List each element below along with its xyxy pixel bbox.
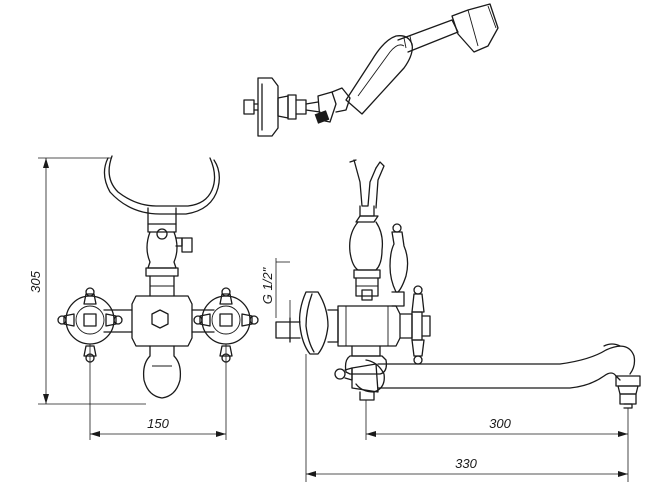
dim-height-305: 305 <box>28 270 43 292</box>
front-dimensions: 305 150 <box>28 157 227 440</box>
side-view <box>275 159 641 409</box>
hand-shower-detail <box>243 3 499 137</box>
dim-overall-330: 330 <box>455 456 477 471</box>
side-dimensions: G 1/2" 300 330 <box>260 258 629 482</box>
front-view <box>57 155 259 399</box>
dim-thread-g12: G 1/2" <box>260 266 275 304</box>
dim-width-150: 150 <box>147 416 169 431</box>
dim-reach-300: 300 <box>489 416 511 431</box>
